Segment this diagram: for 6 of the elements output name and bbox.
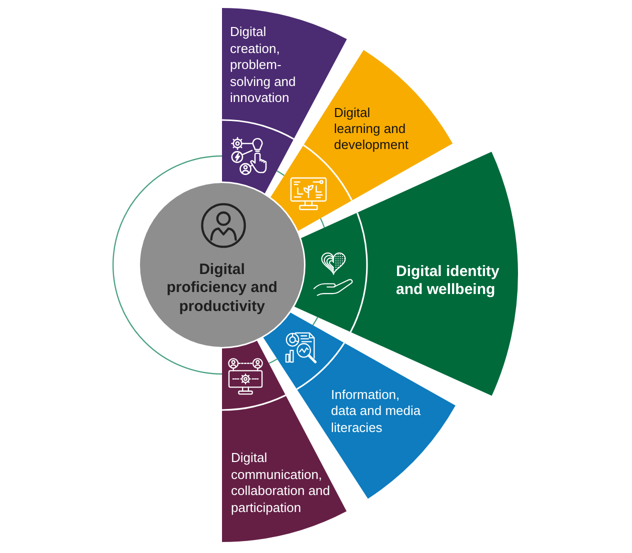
segment-label: Digital creation, problem-solving and innovation xyxy=(230,24,297,106)
center-label: Digital proficiency and productivity xyxy=(166,261,278,316)
segment-label: Digital communication, collaboration and participation xyxy=(231,450,332,516)
segment-label: Information, data and media literacies xyxy=(331,387,422,436)
segment-label: Digital identity and wellbeing xyxy=(396,262,500,300)
segment-label: Digital learning and development xyxy=(334,104,410,154)
